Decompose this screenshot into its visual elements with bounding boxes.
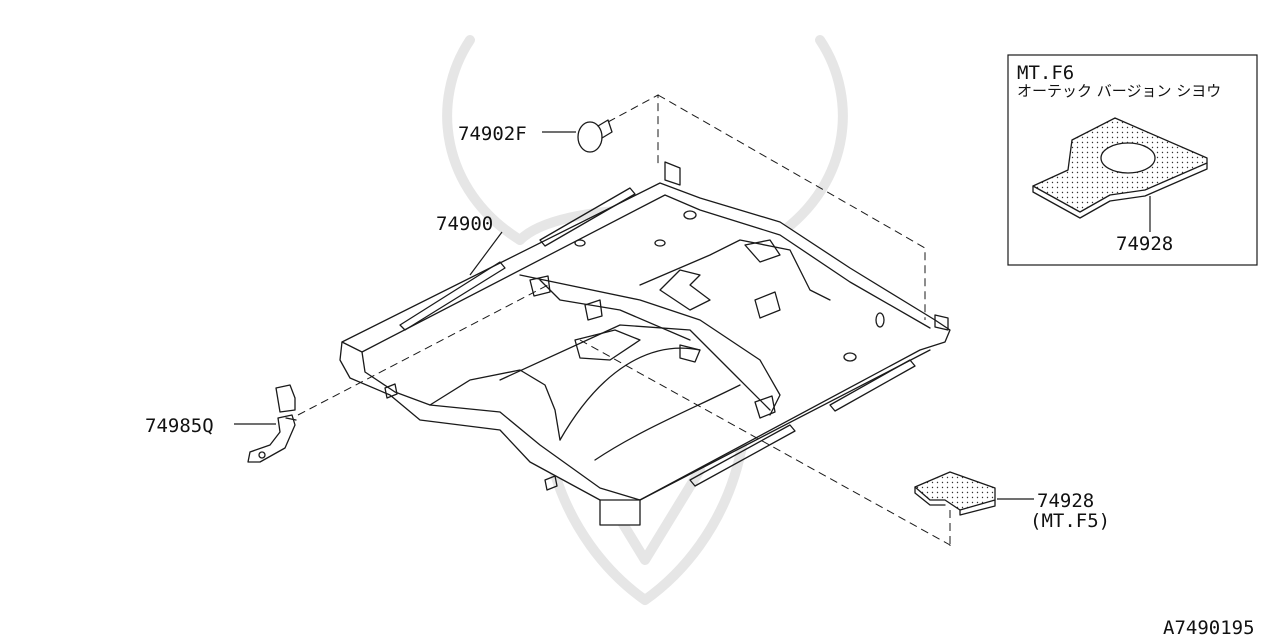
assembly-guide-lines <box>297 94 951 548</box>
clip-74902F[interactable] <box>577 119 613 153</box>
label-mtf5-note: (MT.F5) <box>1030 510 1110 532</box>
pad-74928-mtf6[interactable] <box>1032 117 1208 219</box>
label-74928-mtf5: 74928 <box>1037 490 1094 512</box>
label-74928-mtf6: 74928 <box>1116 233 1173 255</box>
diagram-code: A7490195 <box>1163 617 1255 638</box>
label-74900: 74900 <box>436 213 493 235</box>
inset-title: MT.F6 <box>1017 62 1074 84</box>
bracket-74985Q[interactable] <box>247 384 297 463</box>
label-74902F: 74902F <box>458 123 527 145</box>
label-74985Q: 74985Q <box>145 415 214 437</box>
inset-subtitle: オーテック バージョン シヨウ <box>1017 82 1221 100</box>
leader-74900 <box>469 231 503 276</box>
floor-mat-74900[interactable] <box>339 161 951 526</box>
pad-74928-mtf5[interactable] <box>914 471 996 516</box>
inset-box-mtf6: MT.F6 オーテック バージョン シヨウ 74928 <box>1007 54 1258 266</box>
